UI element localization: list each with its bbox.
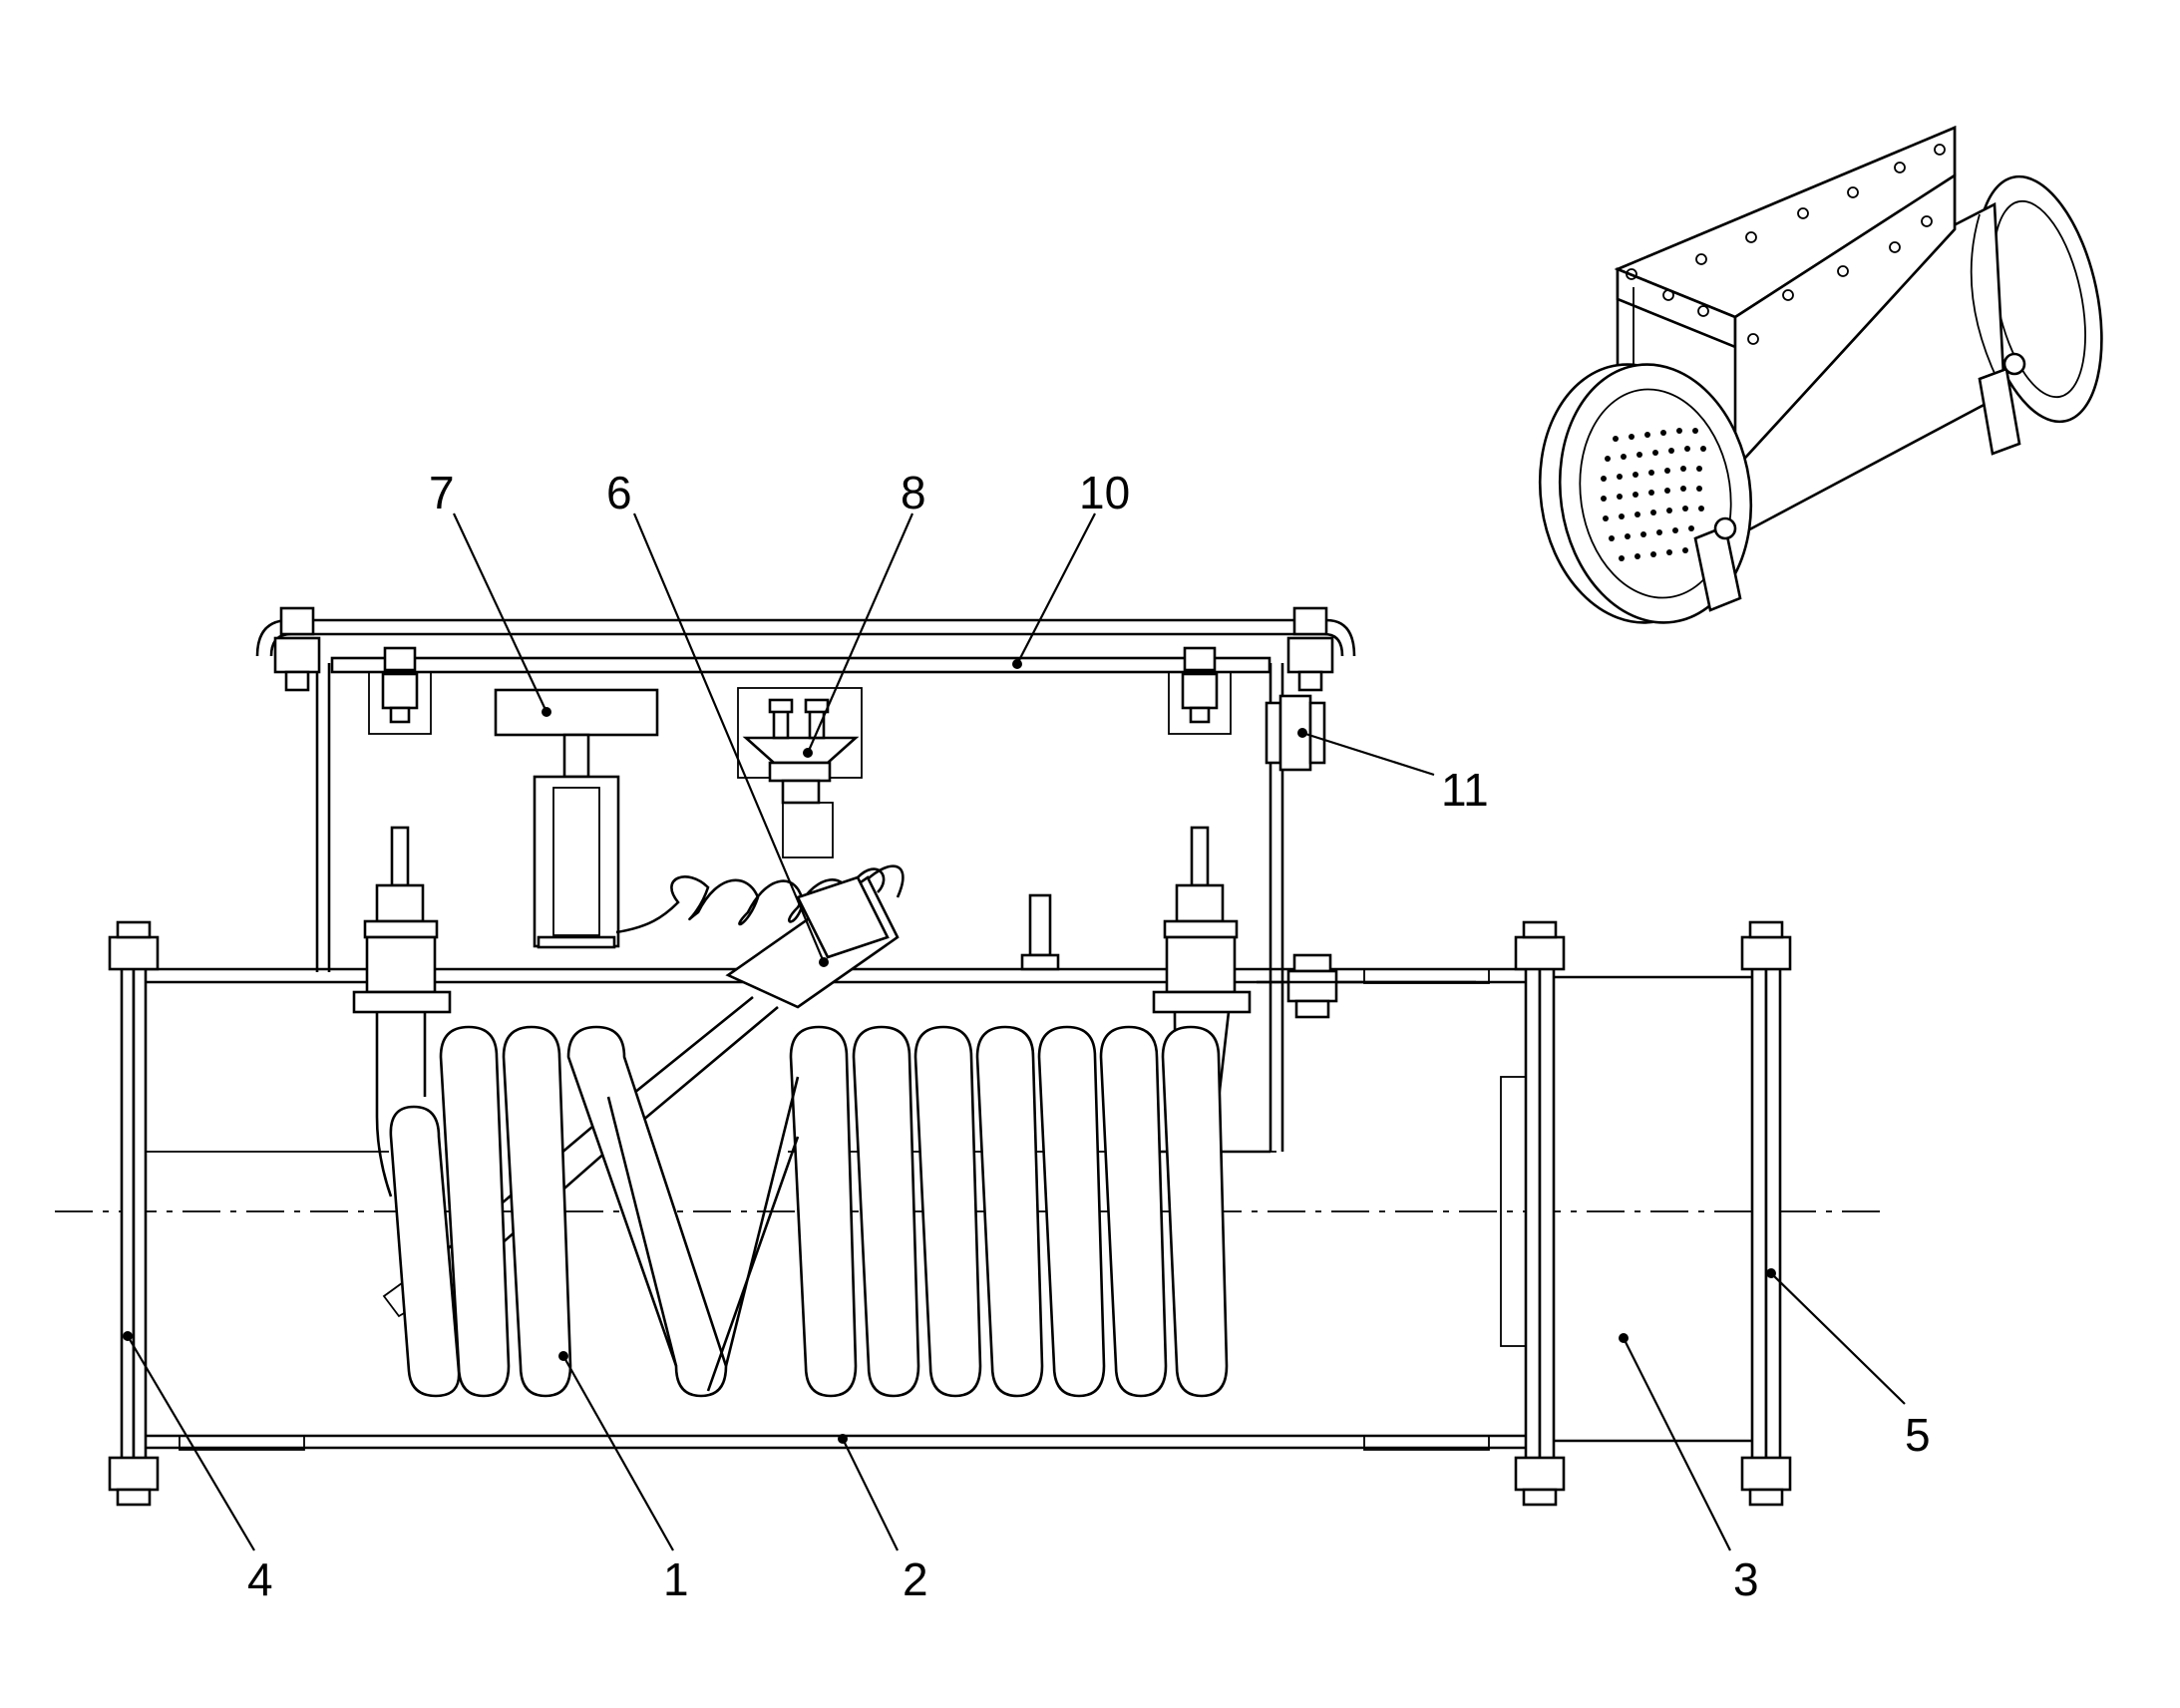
perforated-plate	[1601, 428, 1706, 561]
isometric-view	[1538, 126, 2103, 624]
element-terminal-left	[352, 826, 452, 1014]
left-flange	[108, 920, 160, 1507]
callout-1: 1	[663, 1553, 689, 1605]
section-view: 7 6 8 10 11 4 1 2 3 5	[55, 467, 1931, 1605]
callout-8: 8	[901, 467, 926, 518]
thermostat	[494, 688, 659, 949]
callout-3: 3	[1733, 1553, 1759, 1605]
callout-5: 5	[1905, 1409, 1931, 1461]
callout-7: 7	[429, 467, 455, 518]
box-bolt-right	[1257, 953, 1476, 1019]
lid-bolts	[1626, 144, 1946, 345]
pipe-stud	[1020, 893, 1060, 971]
callout-2: 2	[903, 1553, 928, 1605]
right-flange	[1740, 920, 1792, 1507]
callout-6: 6	[606, 467, 632, 518]
callout-4: 4	[247, 1553, 273, 1605]
callout-labels: 7 6 8 10 11 4 1 2 3 5	[247, 467, 1931, 1605]
cable-gland	[1265, 694, 1326, 772]
sensor-bracket	[737, 687, 863, 858]
callout-leaders	[123, 512, 1906, 1551]
heating-coil	[375, 1011, 1231, 1398]
middle-flange	[1500, 920, 1566, 1507]
plate-bolts	[368, 646, 1232, 735]
callout-11: 11	[1441, 764, 1489, 816]
callout-10: 10	[1079, 467, 1130, 518]
outlet-pipe	[1554, 975, 1752, 1443]
element-terminal-right	[1152, 826, 1252, 1014]
lid-corner-bolts	[273, 606, 1334, 692]
